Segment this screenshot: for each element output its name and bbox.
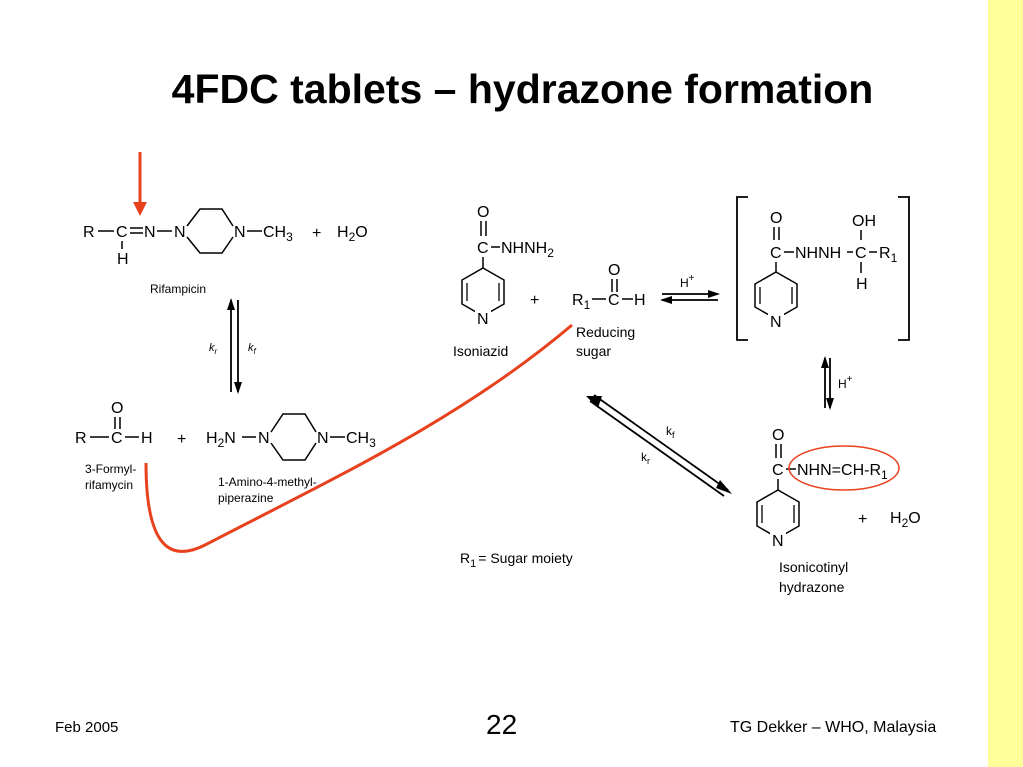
svg-text:H2O: H2O bbox=[337, 224, 368, 244]
svg-text:O: O bbox=[111, 400, 123, 417]
svg-text:O: O bbox=[608, 262, 620, 279]
svg-text:H+: H+ bbox=[838, 374, 853, 391]
formyl-label-line1: 3-Formyl- bbox=[85, 462, 136, 476]
svg-text:N: N bbox=[772, 533, 784, 550]
amino-label-line1: 1-Amino-4-methyl- bbox=[218, 475, 317, 489]
top-equilibrium-arrows: H+ bbox=[660, 273, 720, 304]
svg-text:H+: H+ bbox=[680, 273, 695, 290]
svg-text:+: + bbox=[177, 431, 186, 448]
svg-text:C: C bbox=[770, 245, 782, 262]
svg-text:N: N bbox=[234, 224, 246, 241]
svg-text:+: + bbox=[312, 225, 321, 242]
svg-text:N: N bbox=[174, 224, 186, 241]
footer-author: TG Dekker – WHO, Malaysia bbox=[730, 719, 937, 736]
isoniazid-label: Isoniazid bbox=[453, 343, 508, 359]
svg-text:C: C bbox=[116, 224, 128, 241]
r1-definition-note: R1= Sugar moiety bbox=[460, 550, 573, 570]
rifampicin-structure: R C N N N CH3 + H2O H Rifampicin bbox=[83, 208, 368, 296]
svg-text:H: H bbox=[634, 292, 646, 309]
svg-text:CH3: CH3 bbox=[263, 224, 293, 244]
slide-sidebar-bar bbox=[988, 0, 1023, 767]
svg-text:C: C bbox=[608, 292, 620, 309]
hydrazone-label-line1: Isonicotinyl bbox=[779, 559, 848, 575]
footer-date: Feb 2005 bbox=[55, 719, 119, 736]
svg-text:kf: kf bbox=[666, 424, 675, 440]
hydrazone-label-line2: hydrazone bbox=[779, 579, 845, 595]
diagonal-equilibrium-arrows: kf kr bbox=[586, 394, 732, 497]
svg-text:N: N bbox=[144, 224, 156, 241]
svg-text:R: R bbox=[75, 430, 87, 447]
svg-text:CH3: CH3 bbox=[346, 430, 376, 450]
svg-text:R1: R1 bbox=[572, 292, 591, 312]
svg-text:C: C bbox=[772, 462, 784, 479]
svg-text:H2N: H2N bbox=[206, 430, 236, 450]
svg-text:+: + bbox=[858, 511, 867, 528]
svg-text:C: C bbox=[477, 240, 489, 257]
svg-text:R1: R1 bbox=[879, 245, 898, 265]
formyl-rifamycin-structure: O R C H + 3-Formyl- rifamycin bbox=[75, 400, 186, 492]
intermediate-structure: O C NHNH C R1 OH H N bbox=[736, 196, 910, 341]
svg-text:kr: kr bbox=[641, 450, 650, 466]
svg-text:O: O bbox=[772, 427, 784, 444]
amino-label-line2: piperazine bbox=[218, 491, 274, 505]
svg-text:OH: OH bbox=[852, 213, 876, 230]
svg-text:C: C bbox=[855, 245, 867, 262]
svg-text:H: H bbox=[117, 251, 129, 268]
svg-text:kr: kr bbox=[209, 342, 218, 356]
sugar-label-line2: sugar bbox=[576, 343, 611, 359]
svg-text:H2O: H2O bbox=[890, 510, 921, 530]
reducing-sugar-structure: O R1 C H Reducing sugar bbox=[572, 262, 646, 359]
svg-text:N: N bbox=[317, 430, 329, 447]
sugar-label-line1: Reducing bbox=[576, 324, 635, 340]
hydrazone-structure: O C NHN=CH-R1 N + H2O Isonicotinyl hydra… bbox=[756, 427, 921, 595]
slide-number: 22 bbox=[486, 709, 518, 740]
formyl-label-line2: rifamycin bbox=[85, 478, 133, 492]
svg-text:N: N bbox=[258, 430, 270, 447]
svg-text:H: H bbox=[141, 430, 153, 447]
svg-text:O: O bbox=[770, 210, 782, 227]
right-vertical-arrows: H+ bbox=[821, 356, 853, 410]
svg-text:NHNH: NHNH bbox=[795, 245, 841, 262]
svg-text:NHNH2: NHNH2 bbox=[501, 240, 554, 260]
slide-title: 4FDC tablets – hydrazone formation bbox=[171, 66, 874, 112]
svg-text:H: H bbox=[856, 276, 868, 293]
highlight-arrow bbox=[133, 152, 147, 216]
rifampicin-label: Rifampicin bbox=[150, 282, 206, 296]
svg-text:N: N bbox=[477, 311, 489, 328]
svg-text:R: R bbox=[83, 224, 95, 241]
highlight-curve bbox=[144, 323, 573, 553]
left-equilibrium-arrows: kr kf bbox=[209, 298, 257, 394]
svg-text:C: C bbox=[111, 430, 123, 447]
svg-text:N: N bbox=[770, 314, 782, 331]
plus-sign: + bbox=[530, 292, 539, 309]
svg-text:NHN=CH-R1: NHN=CH-R1 bbox=[797, 462, 888, 482]
isoniazid-structure: O C NHNH2 N Isoniazid bbox=[453, 204, 554, 359]
svg-text:kf: kf bbox=[248, 342, 257, 356]
hydrazone-highlight-ellipse bbox=[788, 445, 900, 491]
svg-text:O: O bbox=[477, 204, 489, 221]
amino-methylpiperazine-structure: H2N N N CH3 1-Amino-4-methyl- piperazine bbox=[206, 413, 376, 505]
